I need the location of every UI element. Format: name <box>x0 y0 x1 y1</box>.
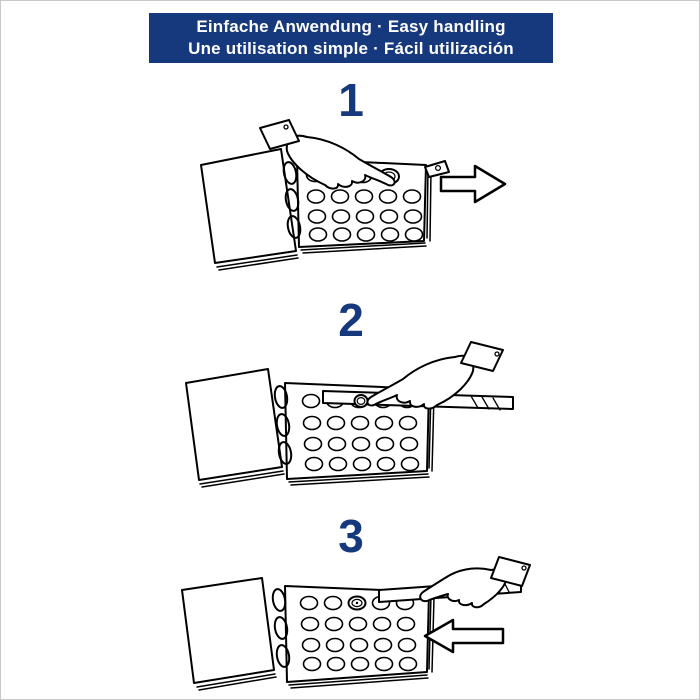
sleeve-cuff <box>259 119 300 150</box>
step-3-illustration <box>181 556 531 691</box>
coin-icon <box>353 394 369 408</box>
arrow-left-icon <box>423 618 505 654</box>
binder-rings <box>282 161 302 239</box>
album-icon <box>185 368 435 488</box>
page-tab <box>424 160 450 178</box>
arrow-right-icon <box>439 164 507 204</box>
banner-line-2: Une utilisation simple · Fácil utilizaci… <box>188 39 514 58</box>
step-1-illustration <box>200 119 507 271</box>
binder-rings <box>271 588 291 668</box>
step-2-number: 2 <box>338 294 364 346</box>
binder-rings <box>273 385 293 465</box>
hand-icon <box>285 134 396 190</box>
coin-pockets <box>299 595 418 672</box>
sleeve-cuff <box>460 341 504 372</box>
hand-icon <box>366 354 475 410</box>
hand-icon <box>419 567 508 609</box>
step-1-number: 1 <box>338 74 364 126</box>
title-banner: Einfache Anwendung · Easy handling Une u… <box>149 13 553 63</box>
banner-line-1: Einfache Anwendung · Easy handling <box>196 17 506 36</box>
step-3-number: 3 <box>338 510 364 562</box>
coin-icon <box>347 595 367 611</box>
step-2-illustration <box>185 341 514 488</box>
sleeve-cuff <box>490 556 531 587</box>
